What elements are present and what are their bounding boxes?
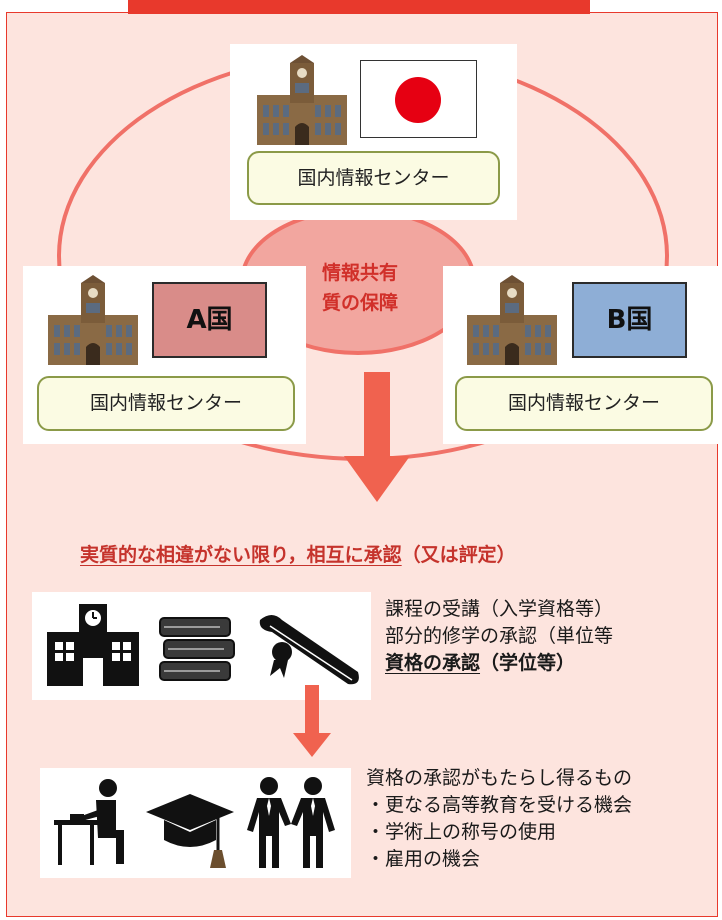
university-building-icon (467, 275, 557, 365)
recognition-line-3: 資格の承認（学位等） (385, 650, 718, 677)
center-label: 情報共有 質の保障 (300, 258, 420, 318)
university-building-icon (257, 55, 347, 145)
student-desk-icon (54, 779, 124, 865)
diploma-icon (259, 615, 359, 685)
header-bar (128, 0, 590, 14)
japan-flag (360, 60, 477, 138)
benefit-item: ・更なる高等教育を受ける機会 (366, 794, 633, 816)
down-arrow-shaft (364, 372, 390, 458)
flag-sun (395, 77, 441, 123)
japan-center-pill: 国内情報センター (247, 151, 500, 205)
recognition-line-2: 部分的修学の承認（単位等 (385, 625, 614, 647)
school-icon (47, 604, 139, 686)
small-down-arrow-icon (293, 733, 331, 757)
center-line-2: 質の保障 (321, 292, 398, 314)
benefits-title: 資格の承認がもたらし得るもの (366, 767, 633, 789)
handshake-people-icon (247, 777, 335, 868)
recognition-line-3-paren: （学位等） (480, 652, 576, 674)
statement-main: 実質的な相違がない限り，相互に承認 (80, 544, 402, 566)
benefit-item: ・雇用の機会 (366, 848, 481, 870)
country-b-center-pill: 国内情報センター (455, 376, 713, 431)
recognition-line-1: 課程の受講（入学資格等） (385, 598, 614, 620)
books-icon (159, 617, 235, 681)
country-a-box: A国 (152, 282, 267, 358)
country-b-box: B国 (572, 282, 687, 358)
benefits-list: 資格の承認がもたらし得るもの ・更なる高等教育を受ける機会 ・学術上の称号の使用… (366, 765, 718, 873)
down-arrow-icon (344, 456, 410, 502)
graduation-cap-icon (146, 794, 234, 868)
statement-paren: （又は評定） (401, 544, 516, 566)
recognition-list: 課程の受講（入学資格等） 部分的修学の承認（単位等 資格の承認（学位等） (385, 596, 718, 677)
benefit-item: ・学術上の称号の使用 (366, 821, 557, 843)
country-a-center-pill: 国内情報センター (37, 376, 295, 431)
university-building-icon (48, 275, 138, 365)
center-line-1: 情報共有 (321, 262, 398, 284)
recognition-line-3-main: 資格の承認 (385, 652, 481, 674)
recognition-statement: 実質的な相違がない限り，相互に承認（又は評定） (80, 540, 516, 567)
small-down-arrow-shaft (305, 685, 319, 735)
